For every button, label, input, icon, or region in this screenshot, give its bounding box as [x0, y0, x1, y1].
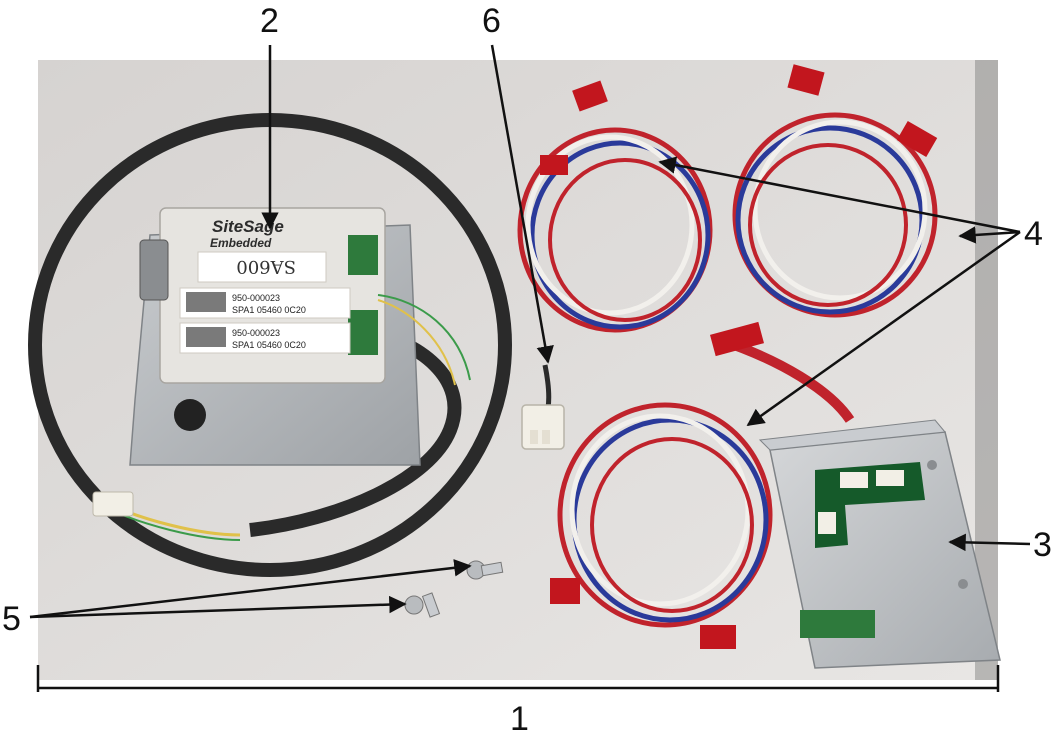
- mounting-screw: [174, 399, 206, 431]
- part-number-1: 950-000023: [232, 293, 280, 303]
- part-number-2: 950-000023: [232, 328, 280, 338]
- leader-4b: [958, 226, 1021, 244]
- serial-port: [139, 239, 169, 301]
- leader-4c: [746, 230, 1021, 427]
- callout-4: 4: [1024, 215, 1043, 253]
- barcode-1: [186, 292, 226, 312]
- terminal-block-bottom: [348, 310, 378, 355]
- leader-5b: [29, 595, 407, 619]
- photo-edge-shadow: [975, 60, 998, 680]
- barcode-2: [186, 327, 226, 347]
- serial-number-1: SPA1 05460 0C20: [232, 305, 306, 315]
- photo: SiteSage Embedded SA600 950-000023 SPA1 …: [28, 60, 1001, 680]
- cable-coil-bottom: [550, 321, 855, 649]
- screws: [404, 560, 504, 618]
- brand-label: SiteSage: [212, 217, 284, 236]
- screw-lower: [404, 592, 441, 618]
- cable-coil-top-left: [517, 80, 713, 333]
- callout-6: 6: [482, 2, 501, 40]
- callout-3: 3: [1033, 526, 1052, 564]
- leader-6: [490, 44, 554, 364]
- handwritten-id: SA600: [236, 256, 296, 277]
- leader-5a: [29, 559, 472, 619]
- serial-number-2: SPA1 05460 0C20: [232, 340, 306, 350]
- mounting-bracket: [758, 419, 1001, 669]
- leader-4a: [658, 156, 1021, 234]
- callout-2: 2: [260, 2, 279, 40]
- gateway-device: SiteSage Embedded SA600 950-000023 SPA1 …: [129, 207, 471, 466]
- brand-subtitle: Embedded: [210, 236, 272, 250]
- callout-lines: [29, 44, 1031, 692]
- leader-3: [948, 533, 1031, 552]
- callout-1: 1: [510, 700, 529, 737]
- small-connector: [521, 364, 565, 450]
- terminal-block-top: [348, 235, 378, 275]
- handwritten-label: [197, 251, 327, 283]
- callout-5: 5: [2, 600, 21, 638]
